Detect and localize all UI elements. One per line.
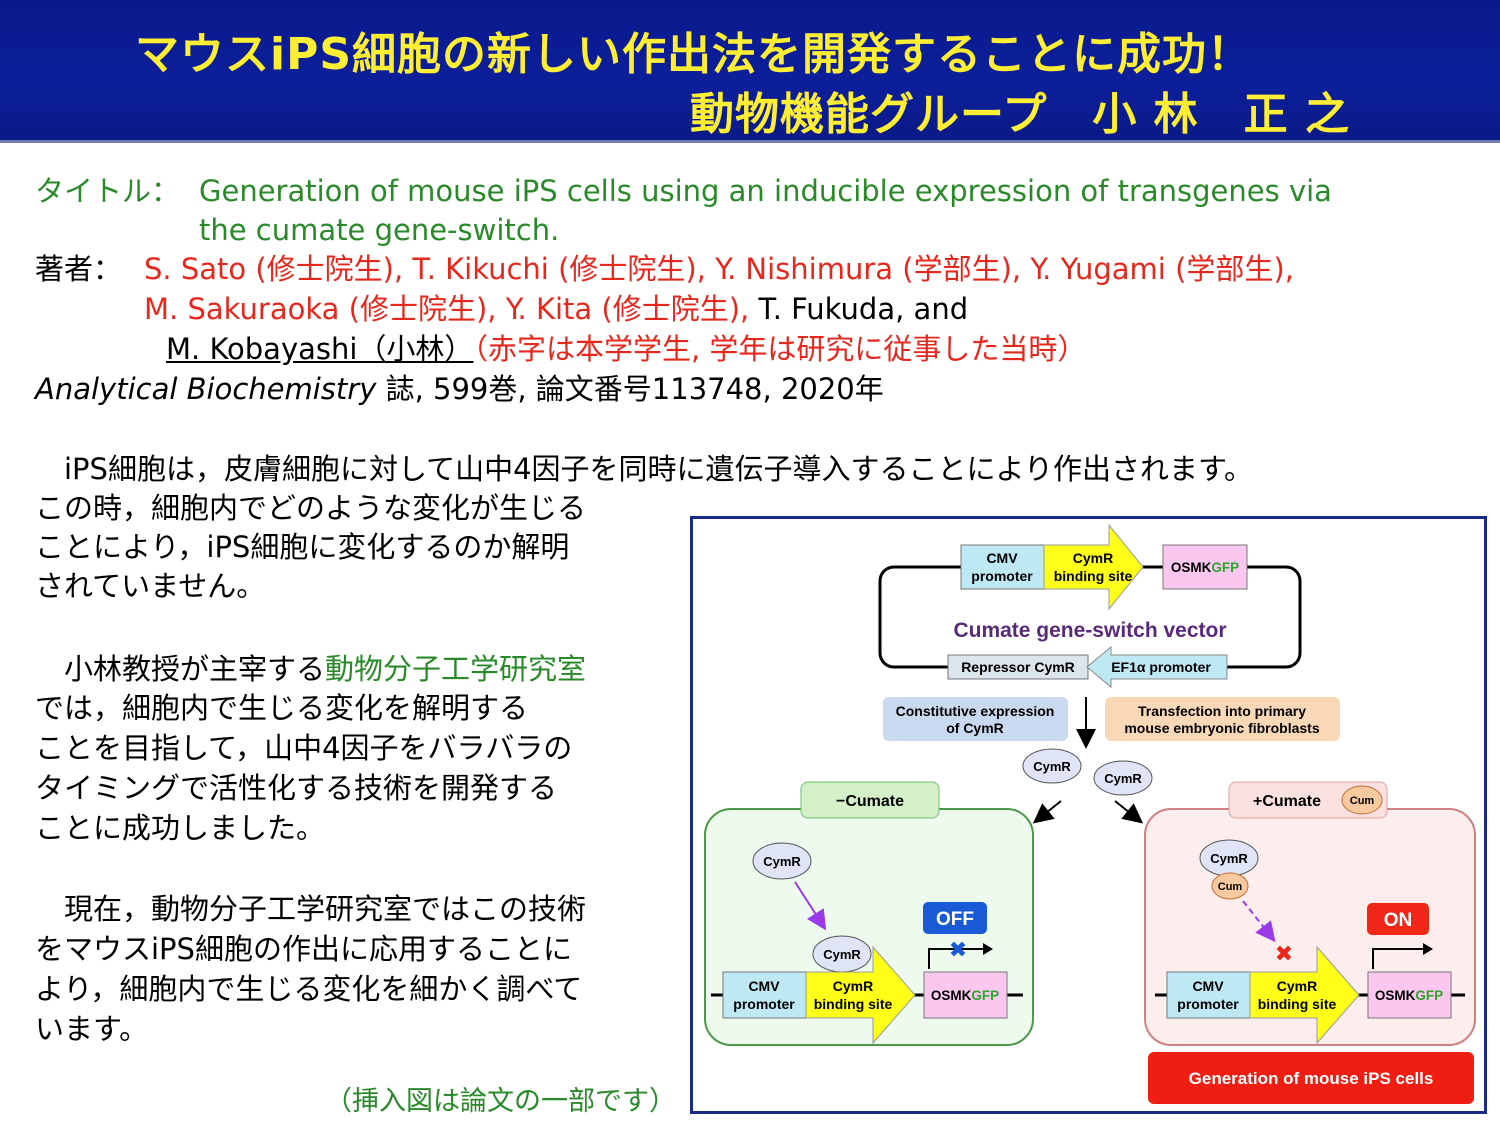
generation-label: Generation of mouse iPS cells — [1189, 1069, 1434, 1088]
figure-caption: （挿入図は論文の一部です） — [325, 1086, 676, 1117]
cymr-protein-label: CymR — [1104, 771, 1142, 786]
body-p3-line3: より，細胞内で生じる変化を細かく調べて — [35, 972, 583, 1006]
cymr-protein — [752, 842, 812, 880]
journal-name: Analytical Biochemistry — [35, 372, 377, 406]
cmv-promoter-box — [1166, 971, 1251, 1019]
body-p3-line1: 現在，動物分子工学研究室ではこの技術 — [35, 892, 587, 926]
constitutive-line1: Constitutive expression — [896, 703, 1055, 719]
osmkgfp-label: OSMKGFP — [1375, 988, 1443, 1003]
body-p2-line1: 小林教授が主宰する動物分子工学研究室 — [35, 650, 586, 689]
left-diag-arrow — [1032, 800, 1062, 824]
transcription-arrowhead — [983, 943, 993, 955]
minus-cumate-label: −Cumate — [836, 793, 904, 810]
cymr-protein — [1022, 748, 1082, 784]
paper-title-line2: the cumate gene-switch. — [199, 213, 560, 247]
title-banner: マウスiPS細胞の新しい作出法を開発することに成功！ 動物機能グループ 小 林 … — [0, 0, 1500, 143]
osmkgfp-label: OSMKGFP — [931, 988, 999, 1003]
binding-site-label: binding site — [1054, 568, 1133, 584]
journal-details: 誌, 599巻, 論文番号113748, 2020年 — [376, 372, 884, 406]
on-badge — [1367, 903, 1429, 935]
binding-site-label: binding site — [1258, 996, 1337, 1012]
body-p2-line4: タイミングで活性化する技術を開発する — [35, 771, 558, 805]
group-author-title: 動物機能グループ 小 林 正 之 — [690, 89, 1350, 140]
osmkgfp-box — [1162, 544, 1248, 590]
osmkgfp-box — [1367, 971, 1452, 1019]
promoter-label: promoter — [1177, 996, 1239, 1012]
cymr-label: CymR — [833, 978, 873, 994]
cymr-protein-label: CymR — [1033, 759, 1071, 774]
authors-line2-students: M. Sakuraoka (修士院生), Y. Kita (修士院生), — [144, 292, 750, 326]
cymr-label: CymR — [1277, 978, 1317, 994]
cumate-molecule — [1211, 872, 1249, 900]
cymr-bound-label: CymR — [823, 947, 861, 962]
repressor-label: Repressor CymR — [961, 659, 1075, 675]
cmv-label: CMV — [1192, 978, 1224, 994]
cmv-label: CMV — [748, 978, 780, 994]
transcription-arrow-off — [928, 948, 983, 969]
cymr-binding-arrow — [1043, 523, 1144, 611]
main-title: マウスiPS細胞の新しい作出法を開発することに成功！ — [135, 29, 1253, 80]
authors-label: 著者： — [35, 252, 123, 286]
authors-line1: S. Sato (修士院生), T. Kikuchi (修士院生), Y. Ni… — [144, 252, 1294, 286]
binding-arrow — [794, 881, 827, 931]
cmv-label: CMV — [986, 550, 1018, 566]
corresponding-author: M. Kobayashi（小林） — [166, 332, 474, 366]
gene-switch-figure: CMV promoter CymR binding site OSMKGFP C… — [690, 516, 1487, 1114]
transcription-arrowhead — [1423, 943, 1433, 955]
body-p2-line3: ことを目指して，山中4因子をバラバラの — [35, 731, 573, 765]
figure-svg: CMV promoter CymR binding site OSMKGFP C… — [704, 523, 1476, 1104]
binding-site-label: binding site — [814, 996, 893, 1012]
cymr-protein-label: CymR — [1210, 851, 1248, 866]
off-badge — [923, 902, 987, 934]
osmkgfp-box — [923, 971, 1008, 1019]
paper-title-label: タイトル： — [35, 174, 181, 208]
cymr-protein — [1093, 760, 1153, 796]
journal-citation: Analytical Biochemistry 誌, 599巻, 論文番号113… — [35, 371, 884, 407]
authors-line3: M. Kobayashi（小林）（赤字は本学学生, 学年は研究に従事した当時） — [166, 331, 1086, 367]
ef1a-label: EF1α promoter — [1111, 659, 1211, 675]
paper-title-line1: Generation of mouse iPS cells using an i… — [199, 174, 1332, 208]
transcription-arrow-on — [1372, 948, 1423, 969]
lab-name: 動物分子工学研究室 — [325, 652, 587, 686]
no-binding-x-icon: ✖ — [1275, 941, 1293, 966]
body-p1-line2: この時，細胞内でどのような変化が生じる — [35, 491, 587, 525]
cymr-protein-label: CymR — [763, 854, 801, 869]
constitutive-box — [883, 697, 1068, 741]
body-p1-line1: iPS細胞は，皮膚細胞に対して山中4因子を同時に遺伝子導入することにより作出され… — [35, 452, 1254, 486]
right-diag-arrow — [1114, 800, 1144, 824]
ef1a-arrow — [1086, 645, 1228, 689]
cum-label: Cum — [1218, 881, 1243, 893]
generation-bar — [1148, 1052, 1474, 1104]
body-p2-line5: ことに成功しました。 — [35, 811, 326, 845]
minus-cumate-tab — [800, 781, 940, 819]
body-p1-line3: ことにより，iPS細胞に変化するのか解明 — [35, 530, 570, 564]
transfection-line1: Transfection into primary — [1138, 703, 1306, 719]
blocked-binding-arrow — [1242, 900, 1276, 943]
body-p3-line2: をマウスiPS細胞の作出に応用することに — [35, 932, 572, 966]
blocked-x-icon: ✖ — [949, 937, 967, 962]
plus-cumate-label: +Cumate — [1253, 793, 1321, 810]
cmv-promoter-box — [960, 544, 1045, 590]
off-label: OFF — [936, 909, 974, 930]
constitutive-line2: of CymR — [946, 720, 1004, 736]
transfection-line2: mouse embryonic fibroblasts — [1124, 720, 1319, 736]
authors-line2-others: T. Fukuda, and — [749, 292, 969, 326]
cymr-binding-arrow — [805, 945, 916, 1045]
cum-label: Cum — [1350, 795, 1375, 807]
body-p2-line1-text: 小林教授が主宰する — [35, 652, 326, 686]
promoter-label: promoter — [971, 568, 1033, 584]
osmkgfp-label: OSMKGFP — [1171, 560, 1239, 575]
on-label: ON — [1384, 910, 1413, 931]
body-p3-line4: います。 — [35, 1012, 149, 1046]
cumate-molecule — [1341, 785, 1383, 815]
vector-title: Cumate gene-switch vector — [953, 619, 1226, 642]
cymr-binding-arrow — [1249, 945, 1360, 1045]
cymr-label: CymR — [1073, 550, 1113, 566]
body-p2-line2: では，細胞内で生じる変化を解明する — [35, 691, 529, 725]
authors-line2: M. Sakuraoka (修士院生), Y. Kita (修士院生), T. … — [144, 291, 968, 327]
body-p1-line4: されていません。 — [35, 569, 266, 603]
authors-note: （赤字は本学学生, 学年は研究に従事した当時） — [473, 332, 1087, 366]
promoter-label: promoter — [733, 996, 795, 1012]
transfection-box — [1105, 697, 1340, 741]
